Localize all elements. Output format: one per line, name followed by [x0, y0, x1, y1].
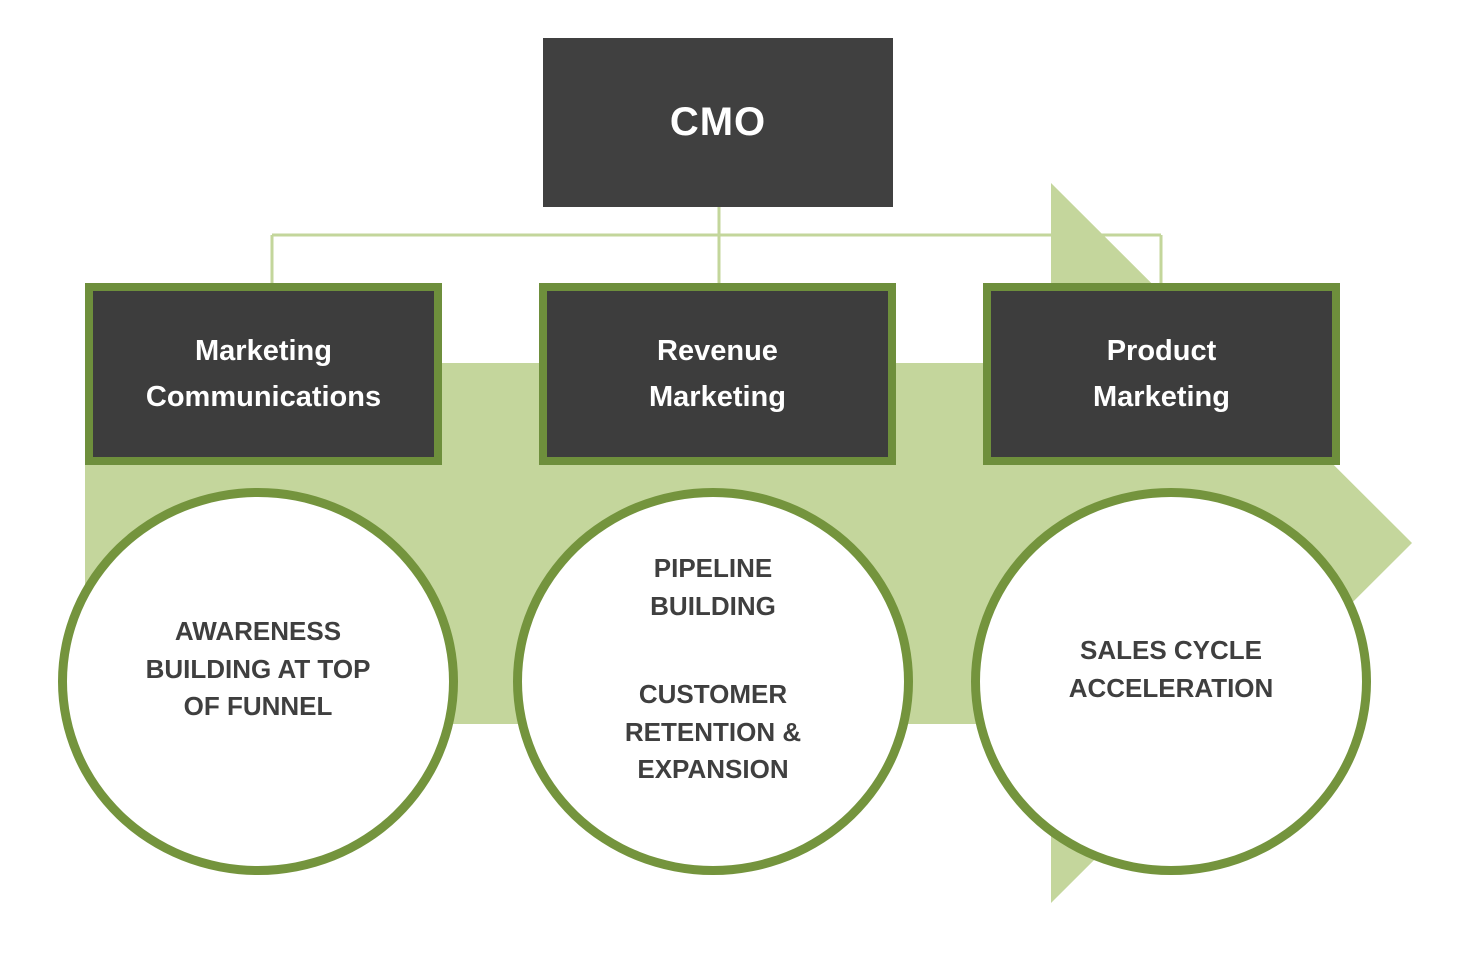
responsibility-circle-product-marketing: SALES CYCLE ACCELERATION — [971, 488, 1371, 875]
responsibility-item: AWARENESS BUILDING AT TOP OF FUNNEL — [145, 615, 371, 722]
responsibility-circle-revenue-marketing: PIPELINE BUILDING CUSTOMER RETENTION & E… — [513, 488, 913, 875]
responsibility-circle-marketing-communications: AWARENESS BUILDING AT TOP OF FUNNEL — [58, 488, 458, 875]
dept-label: Product Marketing — [1093, 334, 1230, 413]
responsibility-text: SALES CYCLE ACCELERATION — [1069, 594, 1274, 745]
responsibility-item: SALES CYCLE ACCELERATION — [1068, 634, 1274, 703]
cmo-label: CMO — [669, 100, 767, 144]
cmo-box: CMO — [543, 38, 893, 207]
dept-label: Marketing Communications — [145, 334, 382, 413]
dept-box-product-marketing: Product Marketing — [983, 283, 1340, 465]
responsibility-item: CUSTOMER RETENTION & EXPANSION — [624, 679, 802, 785]
responsibility-text: PIPELINE BUILDING CUSTOMER RETENTION & E… — [625, 512, 801, 827]
dept-label: Revenue Marketing — [649, 334, 786, 413]
dept-box-revenue-marketing: Revenue Marketing — [539, 283, 896, 465]
responsibility-item: PIPELINE BUILDING — [650, 552, 776, 621]
responsibility-text: AWARENESS BUILDING AT TOP OF FUNNEL — [146, 575, 371, 763]
dept-box-marketing-communications: Marketing Communications — [85, 283, 442, 465]
